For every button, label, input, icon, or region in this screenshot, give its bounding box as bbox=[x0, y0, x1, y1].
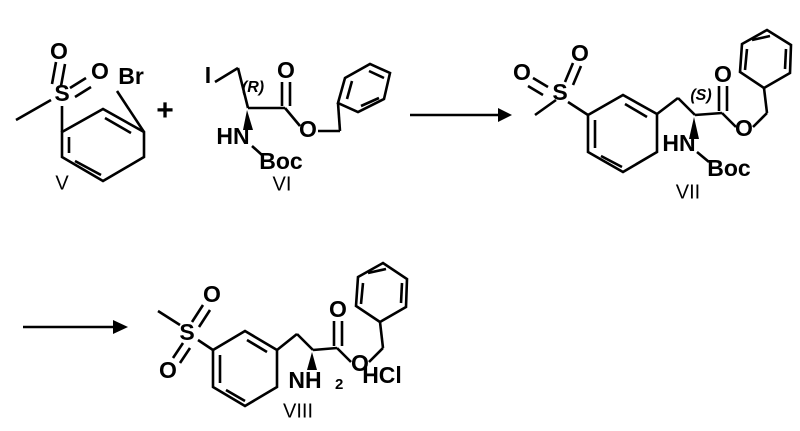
amine-label-vi: HN bbox=[216, 123, 249, 149]
ring-double-2-vii bbox=[600, 154, 623, 169]
bond-hn-boc-vii bbox=[696, 151, 710, 163]
wedge-bond-vii bbox=[689, 117, 699, 139]
wedge-bond-viii bbox=[307, 352, 317, 370]
sulfur-atom-label-v: S bbox=[54, 80, 69, 106]
compound-label-viii: VIII bbox=[283, 400, 313, 422]
sulfur-atom-label-vii: S bbox=[552, 79, 567, 105]
compound-label-v: V bbox=[55, 172, 69, 194]
bond-c-esterO-vii bbox=[721, 112, 737, 128]
arrow-2-head bbox=[113, 320, 128, 334]
arrow-1-head bbox=[498, 108, 512, 122]
amine-subscript-viii: 2 bbox=[335, 376, 343, 393]
bond-ch2-phenyl-vi bbox=[336, 102, 342, 132]
bond-ch2-cstereo-viii bbox=[296, 333, 314, 351]
ring-double-3-vii bbox=[624, 102, 648, 119]
bond-s-o-left-b-vii bbox=[527, 84, 544, 97]
compound-vii: S O O (S) O O HN Boc VII bbox=[513, 28, 793, 203]
bond-s-o-up-a-vii bbox=[563, 62, 575, 83]
wedge-bond-vi bbox=[243, 110, 253, 130]
bond-s-o-right-b-v bbox=[74, 85, 92, 99]
bond-ch2-cstereo-vii bbox=[677, 97, 696, 116]
benzene-ring-viii bbox=[211, 329, 279, 408]
ring-double-3-viii bbox=[246, 338, 268, 354]
oxygen-upper-label-vii: O bbox=[571, 40, 589, 66]
ring-double-2-v bbox=[74, 159, 102, 177]
ring-double-3-top-vii bbox=[783, 48, 788, 70]
oxygen-lower-label-viii: O bbox=[159, 357, 177, 383]
ring-double-1-top-viii bbox=[359, 282, 365, 305]
bond-s-o-up-a-viii bbox=[190, 304, 205, 323]
benzene-ring-vi bbox=[336, 62, 392, 114]
ester-oxygen-label-viii: O bbox=[351, 350, 369, 376]
oxygen-upper-label-v: O bbox=[50, 38, 68, 64]
ring-double-1-top-vii bbox=[743, 48, 749, 71]
ester-oxygen-label-vii: O bbox=[735, 115, 753, 141]
ring-double-3-vi bbox=[360, 96, 380, 108]
compound-label-vi: VI bbox=[273, 173, 292, 195]
amine-label-viii: NH bbox=[288, 367, 321, 393]
amine-label-vii: HN bbox=[662, 130, 695, 156]
bond-i-ch2-vi bbox=[214, 66, 239, 84]
bond-s-o-up-b-v bbox=[59, 63, 67, 87]
plus-operator: + bbox=[156, 94, 174, 127]
bond-ch2-cstereo-vi bbox=[236, 67, 250, 109]
stereo-descriptor-vi: (R) bbox=[242, 79, 264, 96]
bond-methyl-s-v bbox=[15, 98, 52, 122]
ring-double-2-viii bbox=[225, 388, 246, 403]
oxygen-upper-label-viii: O bbox=[203, 281, 221, 307]
compound-viii: S O O O O NH 2 HCl VIII bbox=[157, 261, 409, 422]
carbonyl-oxygen-label-vi: O bbox=[277, 57, 295, 83]
bond-s-ring-viii bbox=[197, 338, 214, 352]
ester-oxygen-label-vi: O bbox=[299, 116, 317, 142]
bond-s-o-left-a-vii bbox=[532, 76, 549, 89]
ring-double-3-top-viii bbox=[399, 282, 404, 304]
bond-s-o-up-b-viii bbox=[197, 309, 212, 328]
compound-vi: I (R) O O HN Boc VI bbox=[205, 57, 392, 195]
oxygen-right-label-v: O bbox=[91, 58, 109, 84]
bond-s-o-up-a-v bbox=[50, 61, 58, 85]
stereo-descriptor-vii: (S) bbox=[690, 87, 711, 104]
benzene-ring-vii bbox=[586, 93, 659, 174]
bond-s-o-right-a-v bbox=[69, 76, 87, 90]
bond-ch2-phenyl-vii bbox=[762, 87, 769, 114]
bromine-label-v: Br bbox=[118, 63, 144, 89]
benzene-ring-top-viii bbox=[354, 261, 409, 324]
bond-methyl-s-viii bbox=[157, 309, 181, 327]
bond-cstereo-ccarbonyl-vii bbox=[694, 111, 723, 117]
bond-c-esterO-vi bbox=[284, 107, 301, 127]
reaction-arrow-1 bbox=[410, 108, 512, 122]
bond-c-esterO-viii bbox=[336, 347, 352, 363]
bond-ring-br-v bbox=[115, 90, 146, 133]
carbonyl-oxygen-label-viii: O bbox=[329, 296, 347, 322]
reaction-arrow-2 bbox=[23, 320, 128, 334]
benzene-ring-top-vii bbox=[738, 28, 793, 90]
bond-methyl-s-vii bbox=[534, 98, 557, 117]
bond-s-o-down-b-viii bbox=[178, 347, 192, 364]
bond-ch2-phenyl-viii bbox=[378, 321, 385, 349]
boc-group-label-vi: Boc bbox=[259, 148, 303, 174]
sulfur-atom-label-viii: S bbox=[179, 319, 194, 345]
oxygen-left-label-vii: O bbox=[513, 59, 531, 85]
benzene-ring-v bbox=[60, 107, 146, 183]
bond-cstereo-ccarbonyl-viii bbox=[312, 346, 338, 352]
bond-s-ring-vii bbox=[567, 100, 589, 117]
ring-double-2-vi bbox=[368, 69, 385, 80]
iodine-label-vi: I bbox=[205, 62, 211, 88]
compound-v: S O O Br V bbox=[15, 38, 146, 194]
bond-esterO-ch2-viii bbox=[368, 347, 384, 363]
bond-ring-ch2-vii bbox=[656, 96, 679, 116]
bond-ring-ch2-viii bbox=[276, 332, 298, 352]
compound-label-vii: VII bbox=[676, 181, 700, 203]
salt-label-viii: HCl bbox=[362, 362, 402, 388]
ring-double-2-top-viii bbox=[367, 267, 387, 275]
bond-esterO-ch2-vii bbox=[752, 112, 768, 128]
ring-double-3-v bbox=[104, 116, 132, 135]
bond-s-o-down-a-viii bbox=[171, 342, 185, 359]
bond-hn-boc-vi bbox=[251, 145, 263, 156]
ring-double-2-top-vii bbox=[751, 34, 771, 42]
boc-group-label-vii: Boc bbox=[707, 155, 751, 181]
ring-double-1-vi bbox=[345, 80, 354, 100]
bond-s-o-up-b-vii bbox=[571, 65, 583, 86]
carbonyl-oxygen-label-vii: O bbox=[714, 61, 732, 87]
